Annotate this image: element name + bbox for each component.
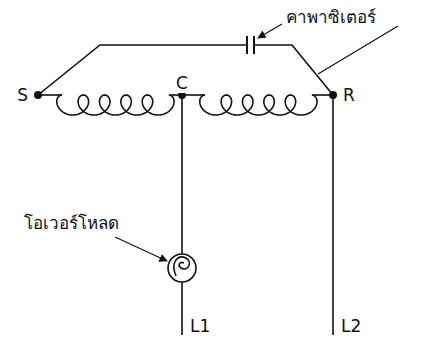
wire <box>38 45 247 95</box>
terminal-label: C <box>174 74 190 93</box>
capacitor-plate <box>246 36 248 54</box>
wire <box>181 95 183 254</box>
leader-line <box>115 237 167 261</box>
callout-label: คาพาซิเตอร์ <box>284 8 378 27</box>
wire <box>254 45 333 95</box>
terminal-dot <box>34 91 42 99</box>
line-label: L1 <box>188 317 212 336</box>
callout-label: โอเวอร์โหลด <box>22 214 121 233</box>
leader-line <box>258 24 282 38</box>
capacitor-plate <box>253 36 255 54</box>
overload-element <box>174 257 189 276</box>
coil-winding <box>200 95 317 115</box>
overload-symbol <box>168 254 196 282</box>
wire <box>332 95 334 335</box>
terminal-dot <box>329 91 337 99</box>
terminal-label: S <box>15 86 30 105</box>
line-label: L2 <box>339 317 363 336</box>
wire <box>181 282 183 335</box>
terminal-label: R <box>341 86 357 105</box>
coil-winding <box>57 95 174 115</box>
leader-line <box>318 26 398 74</box>
